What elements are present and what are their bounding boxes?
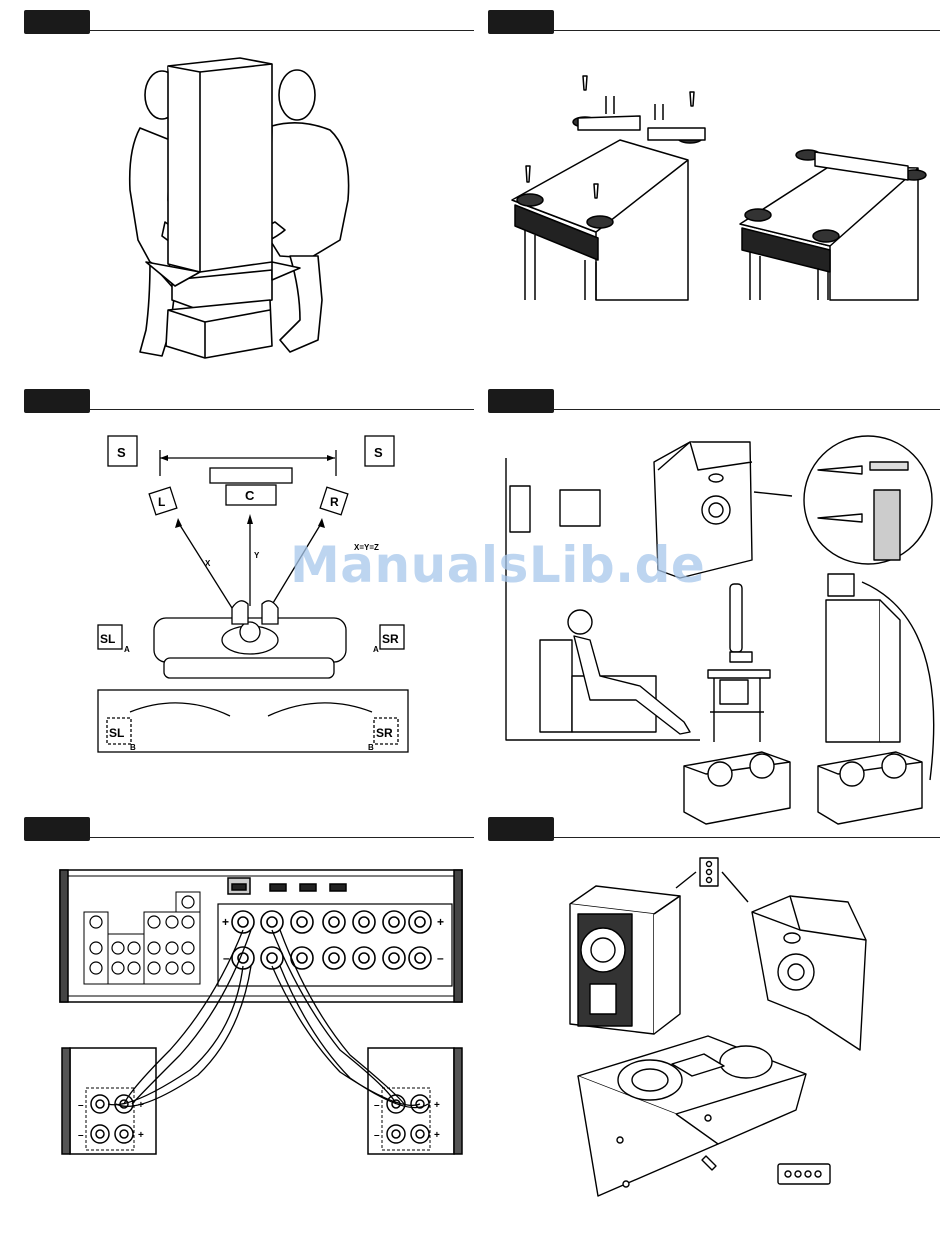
label-dist-x: X (205, 559, 211, 568)
section-4-tab (488, 389, 554, 413)
watermark: ManualsLib.de (290, 536, 705, 594)
left-term-minus-bottom: – (78, 1130, 84, 1141)
speaker-cables (108, 930, 428, 1108)
left-speaker-box (149, 487, 177, 515)
screw-detail-circle (804, 436, 932, 564)
bipole-surround-speaker (752, 896, 866, 1050)
label-center: C (245, 488, 255, 503)
left-term-plus-bottom: + (138, 1130, 144, 1141)
label-sr-b: SR (376, 726, 393, 740)
left-speaker-terminal (70, 1048, 156, 1154)
section-3-rule (90, 409, 474, 410)
center-speaker (578, 1036, 806, 1196)
right-speaker-box (320, 487, 348, 515)
center-speaker-mount-right (818, 752, 922, 824)
section-2-tab (488, 10, 554, 34)
center-speaker-box (226, 485, 276, 505)
section-5-rule (90, 837, 474, 838)
label-surround-left: S (117, 445, 126, 460)
surround-right-box (365, 436, 394, 466)
center-speaker-mount-left (684, 752, 790, 824)
bookshelf-speaker (570, 886, 680, 1034)
label-surround-right: S (374, 445, 383, 460)
left-term-plus-top: + (138, 1100, 144, 1111)
room-outline (98, 690, 408, 752)
right-term-minus-top: – (374, 1100, 380, 1111)
section-2-rule (554, 30, 940, 31)
speaker-carton (168, 58, 272, 272)
open-shipping-box (146, 262, 300, 358)
sr-a-box (380, 625, 404, 649)
label-pos-b-right: B (368, 743, 374, 752)
seated-person (540, 610, 690, 734)
display-bar (210, 468, 292, 483)
grille-key-part (778, 1164, 830, 1184)
receiver-binding-posts (232, 911, 431, 969)
section-5-tab (24, 817, 90, 841)
label-sl-a: SL (100, 632, 115, 646)
section-6-rule (554, 837, 940, 838)
section-1-rule (90, 30, 474, 31)
sofa (154, 601, 346, 678)
right-speaker-terminal (368, 1048, 454, 1154)
left-person-figure (130, 71, 190, 356)
right-person-figure (258, 70, 349, 352)
label-left: L (158, 495, 165, 509)
surround-left-box (108, 436, 137, 466)
sl-b-box (107, 718, 131, 744)
right-term-plus-bottom: + (434, 1130, 440, 1141)
label-pos-a-right: A (373, 645, 379, 654)
tall-cabinet (826, 574, 900, 742)
receiver-minus-left: – (223, 951, 230, 965)
receiver-plus-right: + (437, 915, 444, 929)
left-term-minus-top: – (78, 1100, 84, 1111)
right-speaker-base (740, 150, 926, 300)
right-term-plus-top: + (434, 1100, 440, 1111)
receiver-rca-jacks (90, 896, 194, 974)
receiver-panel (60, 870, 462, 1002)
sr-b-box (374, 718, 398, 744)
label-pos-b-left: B (130, 743, 136, 752)
left-speaker-base (512, 76, 705, 300)
section-1-tab (24, 10, 90, 34)
receiver-minus-right: – (437, 951, 444, 965)
label-sr-a: SR (382, 632, 399, 646)
label-right: R (330, 495, 339, 509)
tv-on-stand (708, 584, 770, 742)
label-dist-y: Y (254, 551, 260, 560)
section-4-rule (554, 409, 940, 410)
section-3-tab (24, 389, 90, 413)
label-pos-a-left: A (124, 645, 130, 654)
receiver-plus-left: + (222, 915, 229, 929)
right-term-minus-bottom: – (374, 1130, 380, 1141)
section-6-tab (488, 817, 554, 841)
sl-a-box (98, 625, 122, 649)
label-sl-b: SL (109, 726, 124, 740)
